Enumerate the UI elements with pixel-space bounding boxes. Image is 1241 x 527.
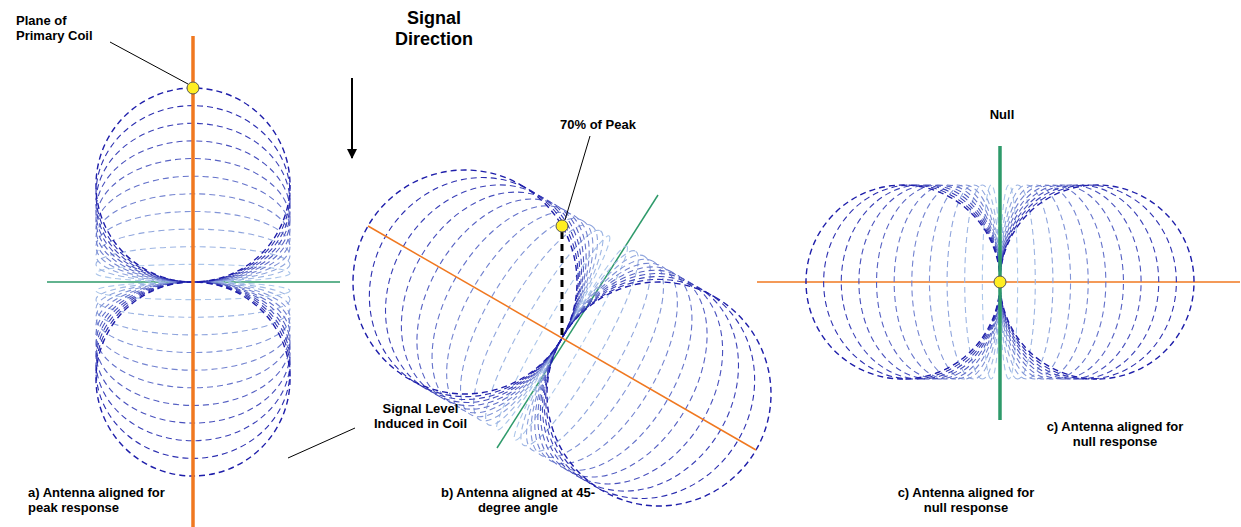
signal-lobe [1000, 185, 1106, 379]
signal-arrow [351, 78, 353, 158]
signal-lobe [506, 241, 794, 527]
projection-line [561, 232, 564, 336]
leader-line [110, 42, 188, 84]
annotation-label: b) Antenna aligned at 45-degree angle [428, 486, 608, 516]
annotation-label: Plane of Primary Coil [16, 14, 112, 44]
annotation-label: 70% of Peak [560, 118, 670, 133]
signal-lobe [1000, 185, 1159, 379]
signal-lobe [894, 185, 1000, 379]
signal-lobe [1000, 185, 1123, 379]
annotation-label: c) Antenna aligned for null response [1035, 420, 1195, 450]
null-dot [994, 276, 1006, 288]
level-dot [556, 220, 568, 232]
signal-lobe [1000, 185, 1053, 379]
figure-c [757, 146, 1240, 420]
figure-b [312, 129, 812, 527]
signal-lobe [912, 185, 1000, 379]
signal-lobe [841, 185, 1000, 379]
signal-lobe [947, 185, 1000, 379]
peak-dot [187, 82, 199, 94]
signal-lobe [824, 185, 1000, 379]
signal-lobe [929, 185, 1000, 379]
signal-lobe [1000, 185, 1088, 379]
annotation-label: c) Antenna aligned for null response [886, 486, 1046, 516]
null-axis [497, 195, 658, 448]
signal-lobe [1000, 185, 1176, 379]
signal-lobe [1000, 185, 1194, 379]
leader-line [288, 428, 355, 458]
signal-lobe [1000, 185, 1071, 379]
coil-plane-line [191, 36, 195, 527]
signal-lobe [506, 241, 812, 527]
figure-a [47, 36, 355, 527]
signal-lobe [806, 185, 1000, 379]
leader-line [565, 136, 590, 220]
annotation-label: Null [982, 108, 1022, 123]
annotation-label: Signal Level Induced in Coil [358, 402, 483, 432]
annotation-label: Signal Direction [384, 8, 484, 49]
signal-lobe [877, 185, 1000, 379]
signal-lobe [859, 185, 1000, 379]
signal-lobe [1000, 185, 1141, 379]
annotation-label: a) Antenna aligned for peak response [28, 486, 178, 516]
